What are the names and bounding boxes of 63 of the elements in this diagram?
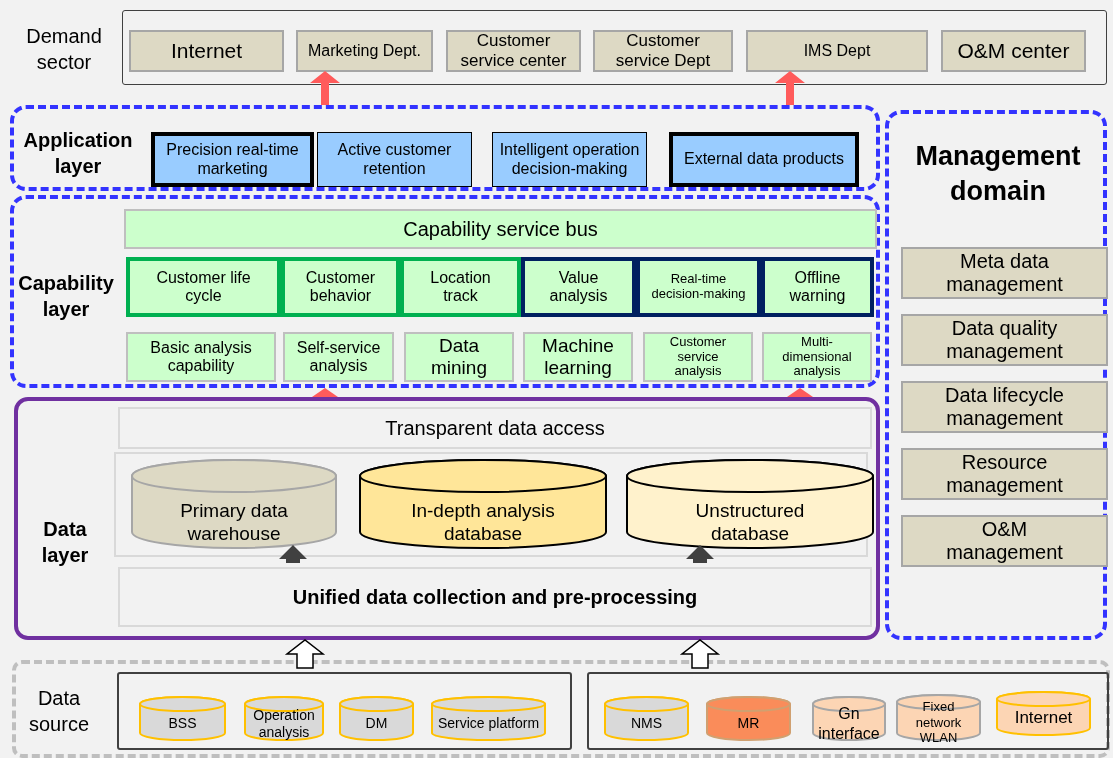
application-box: Precision real-time marketing xyxy=(151,132,314,187)
capability-box: Data mining xyxy=(404,332,514,382)
data-source-cylinder: NMS xyxy=(604,696,689,741)
capability-box: Customer behavior xyxy=(281,257,400,317)
data-source-cylinder: Operation analysis xyxy=(244,696,324,741)
management-box: O&M management xyxy=(901,515,1108,567)
capability-box: Customer life cycle xyxy=(126,257,281,317)
block-arrow xyxy=(686,545,714,563)
department-box: Customer service Dept xyxy=(593,30,733,72)
layer-title: Data layer xyxy=(40,517,90,568)
layer-panel xyxy=(10,105,880,191)
database-cylinder: In-depth analysis database xyxy=(359,459,607,549)
data-source-cylinder: DM xyxy=(339,696,414,741)
capability-box: Customer service analysis xyxy=(643,332,753,382)
layer-title: Management domain xyxy=(914,139,1082,208)
layer-title: Application layer xyxy=(22,128,134,179)
block-arrow xyxy=(279,545,307,563)
layer-title: Capability layer xyxy=(17,271,115,322)
block-arrow xyxy=(312,388,338,397)
layer-panel xyxy=(14,397,880,640)
management-box: Data quality management xyxy=(901,314,1108,366)
capability-box: Basic analysis capability xyxy=(126,332,276,382)
data-source-cylinder: Internet xyxy=(996,691,1091,736)
hollow-arrow xyxy=(284,639,326,669)
management-box: Data lifecycle management xyxy=(901,381,1108,433)
capability-box: Real-time decision-making xyxy=(636,257,761,317)
department-box: Internet xyxy=(129,30,284,72)
data-source-cylinder: BSS xyxy=(139,696,226,741)
source-group-box xyxy=(587,672,1109,750)
data-source-cylinder: Gn interface xyxy=(812,696,886,741)
database-cylinder: Unstructured database xyxy=(626,459,874,549)
capability-box: Offline warning xyxy=(761,257,874,317)
application-box: External data products xyxy=(669,132,859,187)
layer-title: Demand sector xyxy=(25,23,103,75)
capability-box: Self-service analysis xyxy=(283,332,394,382)
domain-panel xyxy=(885,110,1107,640)
capability-box: Value analysis xyxy=(521,257,636,317)
capability-box: Multi-dimensional analysis xyxy=(762,332,872,382)
capability-box: Location track xyxy=(400,257,521,317)
layer-panel xyxy=(10,195,880,388)
data-access-bar: Transparent data access xyxy=(118,407,872,449)
source-group-box xyxy=(117,672,572,750)
data-source-cylinder: Fixed network WLAN xyxy=(896,694,981,741)
layer-panel xyxy=(12,660,1110,758)
department-box: O&M center xyxy=(941,30,1086,72)
service-bus-bar: Capability service bus xyxy=(124,209,877,249)
department-box: Customer service center xyxy=(446,30,581,72)
application-box: Active customer retention xyxy=(317,132,472,187)
data-collection-bar: Unified data collection and pre-processing xyxy=(118,567,872,627)
application-box: Intelligent operation decision-making xyxy=(492,132,647,187)
hollow-arrow xyxy=(679,639,721,669)
block-arrow xyxy=(787,388,813,397)
management-box: Meta data management xyxy=(901,247,1108,299)
block-arrow xyxy=(775,71,805,105)
department-box: Marketing Dept. xyxy=(296,30,433,72)
data-source-cylinder: Service platform xyxy=(431,696,546,741)
database-cylinder: Primary data warehouse xyxy=(131,459,337,549)
department-box: IMS Dept xyxy=(746,30,928,72)
capability-box: Machine learning xyxy=(523,332,633,382)
management-box: Resource management xyxy=(901,448,1108,500)
data-source-cylinder: MR xyxy=(706,696,791,741)
block-arrow xyxy=(310,71,340,105)
layer-title: Data source xyxy=(28,686,90,737)
